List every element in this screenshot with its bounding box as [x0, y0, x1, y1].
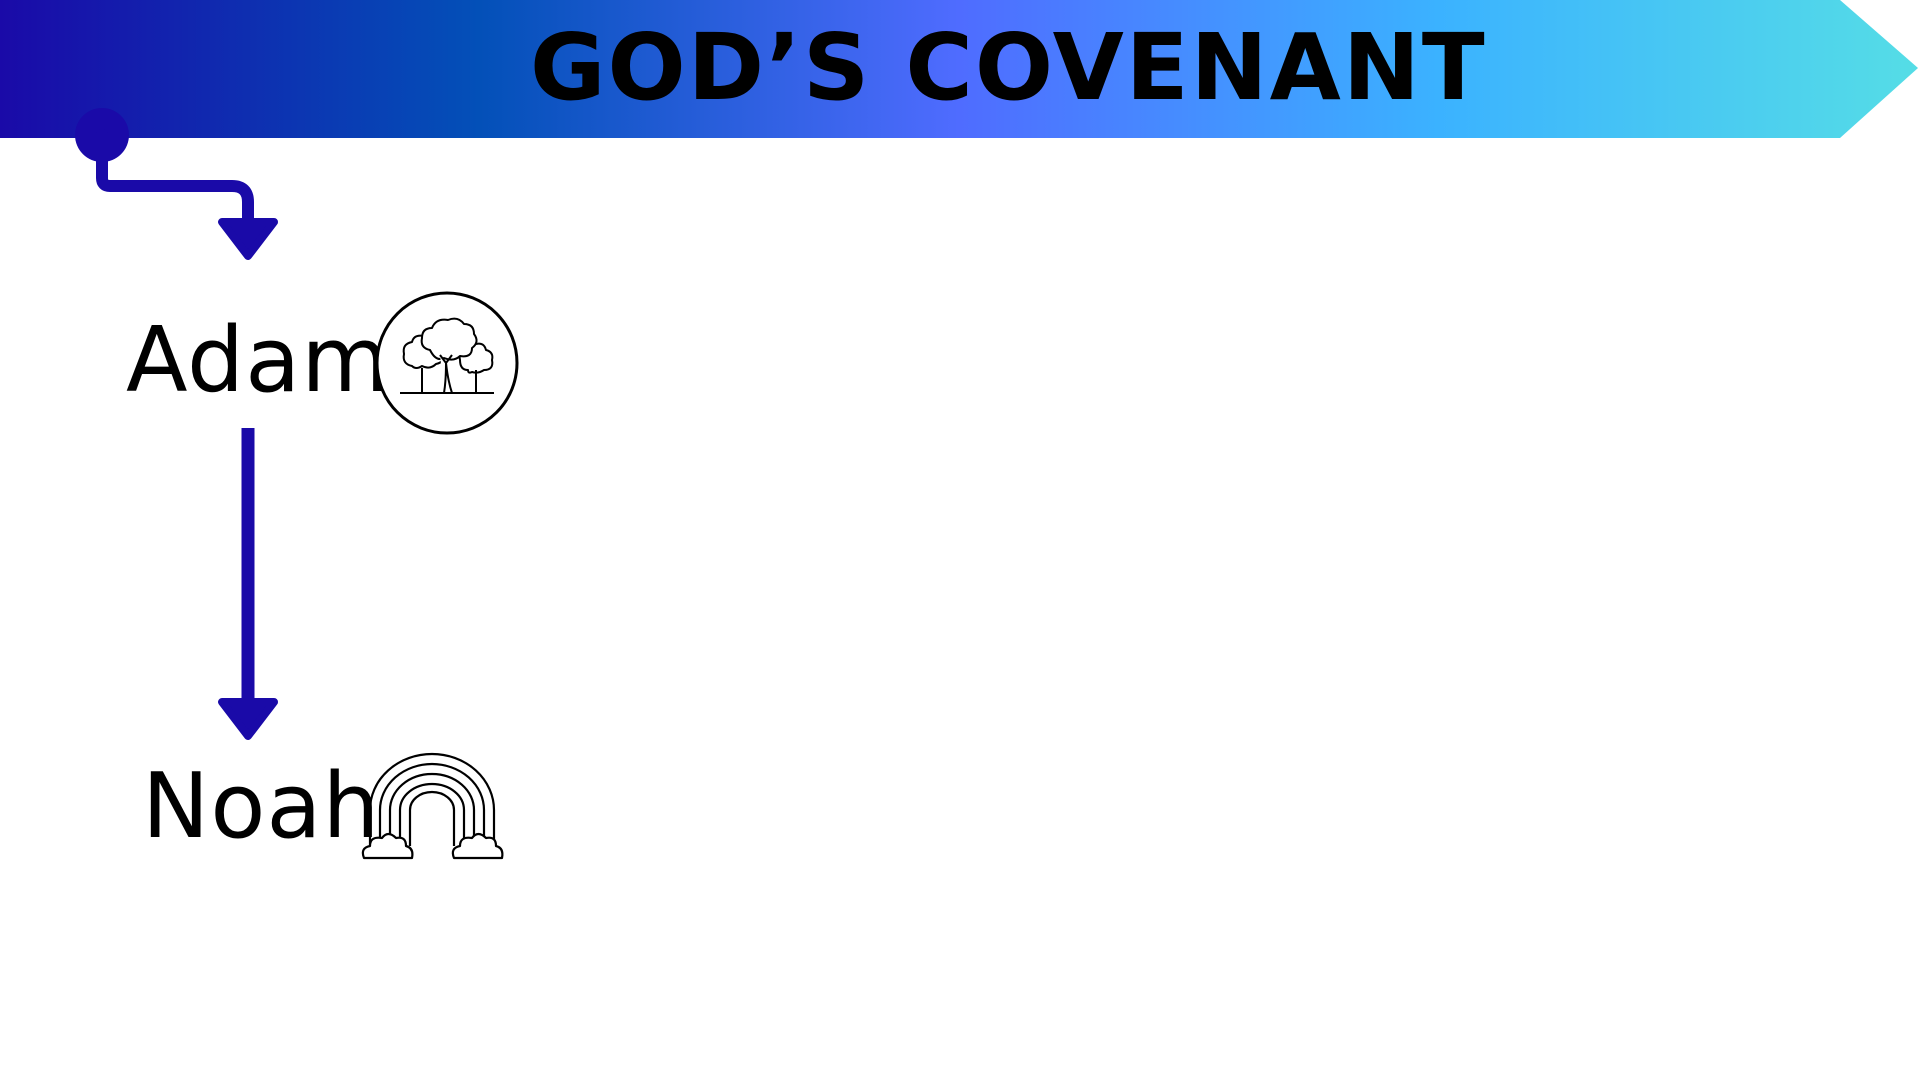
- rainbow-icon: [361, 752, 504, 860]
- arrowhead-to-adam: [218, 218, 278, 260]
- page-title: GOD’S COVENANT: [530, 14, 1487, 121]
- node-label-noah: Noah: [142, 754, 381, 859]
- banner-arrow-shape: [0, 0, 1918, 138]
- arrowhead-to-noah: [218, 698, 278, 740]
- elbow-connector: [96, 129, 254, 234]
- tree-icon: [375, 291, 519, 435]
- node-label-adam: Adam: [126, 308, 390, 413]
- title-banner: [0, 0, 1918, 138]
